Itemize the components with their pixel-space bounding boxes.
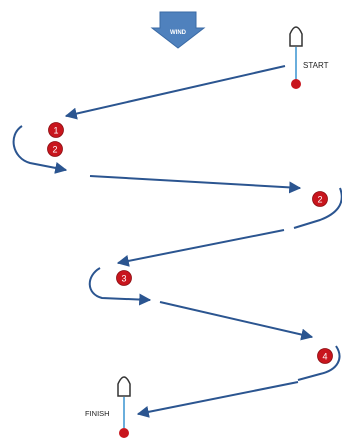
mark-2-label: 2 [317, 195, 322, 205]
mark-2-upper: 2 [47, 141, 63, 157]
course-leg-mark-2-to-mark-3 [116, 229, 285, 267]
start-label: START [303, 61, 329, 70]
finish-pin-buoy [119, 428, 129, 438]
course-leg-mark-3-to-mark-4 [159, 301, 314, 341]
mark-2: 2 [312, 191, 328, 207]
mark-1: 1 [48, 122, 64, 138]
mark-3: 3 [116, 270, 132, 286]
course-leg-start-to-mark-1 [64, 65, 286, 120]
start-pin-buoy [291, 79, 301, 89]
mark-1-rounding-arc [12, 125, 68, 174]
mark-1-label: 1 [53, 126, 58, 136]
mark-3-label: 3 [121, 274, 126, 284]
finish-boat-icon [117, 376, 131, 397]
start-boat-icon [289, 26, 303, 47]
mark-4: 4 [317, 348, 333, 364]
wind-label: WIND [170, 30, 187, 36]
course-leg-mark-1-to-mark-2 [89, 175, 302, 194]
mark-4-rounding-arc [297, 345, 341, 381]
course-legs [12, 65, 342, 418]
start-boat: START [289, 26, 329, 89]
wind-arrow: WIND [150, 11, 206, 49]
mark-4-label: 4 [322, 352, 327, 362]
mark-3-rounding-arc [88, 267, 152, 306]
course-leg-mark-4-to-finish [136, 381, 299, 418]
finish-label: FINISH [85, 409, 110, 418]
finish-boat: FINISH [85, 376, 131, 438]
mark-2-upper-label: 2 [52, 145, 57, 155]
mark-2-rounding-arc [293, 187, 342, 229]
